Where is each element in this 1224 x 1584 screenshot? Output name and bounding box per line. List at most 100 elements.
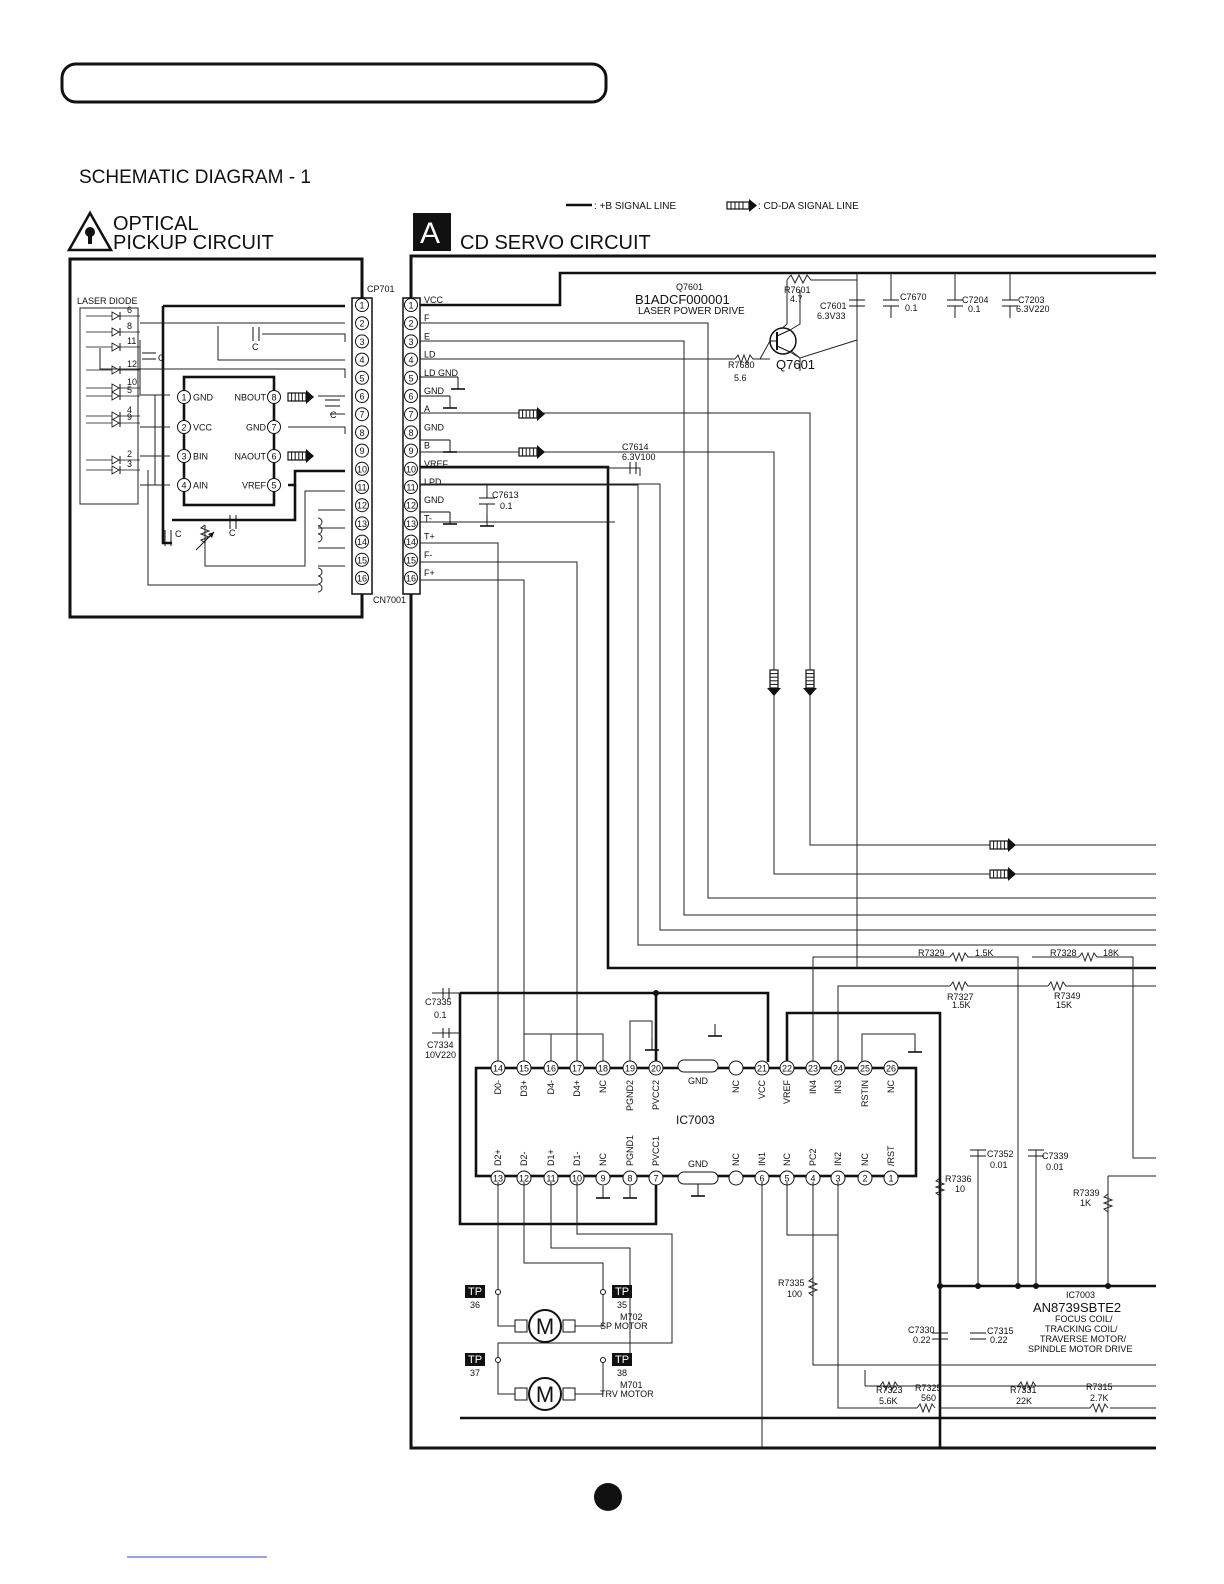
svg-text:R7335: R7335 xyxy=(778,1278,805,1288)
cp701-pin-11: 11 xyxy=(355,480,369,494)
ic-pin-25: 25 xyxy=(857,1060,873,1076)
q7601-ref: Q7601 xyxy=(676,282,703,292)
svg-text:3: 3 xyxy=(408,337,413,347)
laser-diode-6: 6 xyxy=(86,305,140,321)
svg-text:7: 7 xyxy=(408,410,413,420)
svg-text:6: 6 xyxy=(759,1174,764,1184)
cn7001-pin-label: LD GND xyxy=(424,368,459,378)
svg-text:M: M xyxy=(536,1382,554,1407)
svg-text:R7601: R7601 xyxy=(784,285,811,295)
ic-pin-label: IN1 xyxy=(757,1152,767,1166)
legend-cd-line: : CD-DA SIGNAL LINE xyxy=(758,201,859,212)
svg-text:35: 35 xyxy=(617,1300,627,1310)
svg-text:9: 9 xyxy=(408,446,413,456)
svg-text:5: 5 xyxy=(127,385,132,395)
cn7001-label: CN7001 xyxy=(373,595,406,605)
svg-text:13: 13 xyxy=(493,1174,503,1184)
cp701-label: CP701 xyxy=(367,284,395,294)
svg-text:16: 16 xyxy=(546,1064,556,1074)
laser-diode-10: 10 xyxy=(86,377,140,393)
down-arrow-1-icon xyxy=(767,669,781,696)
svg-text:10: 10 xyxy=(955,1184,965,1194)
svg-text:12: 12 xyxy=(519,1174,529,1184)
cn7001-pin-8: 8 xyxy=(404,425,418,440)
photo-detector-chip xyxy=(182,375,276,507)
ic-pin-label: NC xyxy=(731,1153,741,1166)
cn7001-pin-label: VREF xyxy=(424,459,449,469)
svg-text:C: C xyxy=(252,342,259,352)
nbout-arrow-icon xyxy=(287,390,314,404)
chip-pin-label: GND xyxy=(246,423,267,433)
svg-text:10V220: 10V220 xyxy=(425,1050,456,1060)
svg-text:10: 10 xyxy=(406,464,416,474)
cn-ground-1-icon xyxy=(451,377,465,390)
svg-text:C7670: C7670 xyxy=(900,292,927,302)
svg-text:8: 8 xyxy=(127,321,132,331)
svg-text:C7203: C7203 xyxy=(1018,295,1045,305)
legend-cd-arrow-icon xyxy=(726,199,757,212)
svg-text:R7327: R7327 xyxy=(947,992,974,1002)
svg-text:0.01: 0.01 xyxy=(1046,1162,1064,1172)
svg-text:22K: 22K xyxy=(1016,1396,1032,1406)
ic-gnd-pad-bottom xyxy=(677,1171,719,1185)
ic-pin-label: D4- xyxy=(546,1080,556,1095)
svg-text:9: 9 xyxy=(127,412,132,422)
cn7001-pin-label: VCC xyxy=(424,295,444,305)
svg-text:15: 15 xyxy=(519,1064,529,1074)
ic-pin-1: 1 xyxy=(883,1170,899,1186)
svg-text:5: 5 xyxy=(408,373,413,383)
ic-pin-label: PVCC1 xyxy=(651,1136,661,1166)
laser-diode-label: LASER DIODE xyxy=(77,296,138,306)
svg-text:C7614: C7614 xyxy=(622,442,649,452)
naout-arrow-icon xyxy=(287,449,314,463)
svg-text:14: 14 xyxy=(406,537,416,547)
svg-text:4: 4 xyxy=(359,355,364,365)
ic-gnd-top-ground-icon xyxy=(708,1024,722,1037)
servo-box xyxy=(409,254,1156,1450)
ic-pin-6: 6 xyxy=(754,1170,770,1186)
svg-text:C: C xyxy=(175,529,182,539)
svg-text:8: 8 xyxy=(408,428,413,438)
cn7001-pin-15: 15 xyxy=(404,552,418,567)
ic7003-center-label: IC7003 xyxy=(676,1113,715,1127)
svg-text:2: 2 xyxy=(408,319,413,329)
ic-pin-13: 13 xyxy=(490,1170,506,1186)
svg-text:0.1: 0.1 xyxy=(500,501,513,511)
svg-text:1: 1 xyxy=(408,301,413,311)
cn7001-pin-label: GND xyxy=(424,386,445,396)
svg-text:TP: TP xyxy=(615,1286,629,1298)
svg-text:19: 19 xyxy=(625,1064,635,1074)
ic-info-desc-3: TRAVERSE MOTOR/ xyxy=(1040,1334,1127,1344)
cn7001-pin-label: T+ xyxy=(424,532,435,542)
cn7001-pin-label: LPD xyxy=(424,477,442,487)
svg-text:8: 8 xyxy=(359,428,364,438)
svg-text:12: 12 xyxy=(406,501,416,511)
svg-text:13: 13 xyxy=(406,519,416,529)
down-arrow-2-icon xyxy=(803,669,817,696)
cp701-pin-7: 7 xyxy=(355,407,369,422)
svg-text:5: 5 xyxy=(271,481,276,491)
svg-text:6: 6 xyxy=(127,305,132,315)
svg-text:11: 11 xyxy=(546,1174,555,1184)
cd-servo-section: A CD SERVO CIRCUIT CN7001 1VCC2F3E4LD5LD… xyxy=(373,213,1156,1450)
ic-pin-label: NC xyxy=(860,1153,870,1166)
svg-text:20: 20 xyxy=(651,1064,661,1074)
cn7001-pin-12: 12 xyxy=(404,498,418,513)
cn7001-pin-13: 13 xyxy=(404,516,418,531)
ic-pin-9: 9 xyxy=(595,1170,611,1186)
ic-pin-label: PVCC2 xyxy=(651,1080,661,1110)
ic-pin-label: PGND2 xyxy=(625,1080,635,1111)
ic-pin-label: D0- xyxy=(493,1080,503,1095)
cp701-pin-3: 3 xyxy=(355,334,369,349)
ic-info-desc-4: SPINDLE MOTOR DRIVE xyxy=(1028,1344,1132,1354)
svg-text:M701: M701 xyxy=(620,1380,643,1390)
